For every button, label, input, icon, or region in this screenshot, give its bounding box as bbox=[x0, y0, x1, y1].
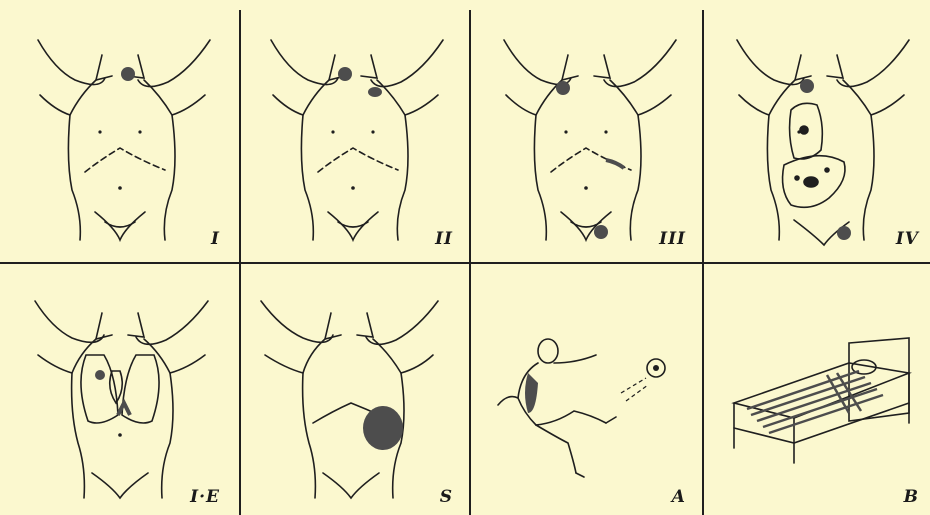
torso-figure bbox=[0, 263, 232, 515]
panel-stage-3: III bbox=[466, 0, 698, 257]
panel-label: A bbox=[672, 487, 686, 507]
panel-label: I·E bbox=[190, 487, 220, 507]
lesion-marker bbox=[800, 79, 814, 93]
lesion-marker bbox=[338, 67, 352, 81]
panel-stage-1: I bbox=[0, 0, 232, 257]
bed-sketch bbox=[699, 263, 930, 515]
panel-spleen: S bbox=[233, 263, 465, 515]
panel-label: I bbox=[211, 229, 220, 249]
lesion-marker bbox=[121, 67, 135, 81]
panel-label: II bbox=[435, 229, 453, 249]
panel-label: B bbox=[904, 487, 919, 507]
torso-figure bbox=[233, 0, 465, 257]
panel-label: IV bbox=[896, 229, 919, 249]
panel-stage-1e: I·E bbox=[0, 263, 232, 515]
torso-figure bbox=[0, 0, 232, 257]
torso-figure bbox=[699, 0, 930, 257]
soccer-player-sketch bbox=[466, 263, 698, 515]
panel-bed-rest: B bbox=[699, 263, 930, 515]
panel-label: III bbox=[659, 229, 686, 249]
enlarged-spleen bbox=[363, 406, 403, 450]
lesion-marker bbox=[837, 226, 851, 240]
panel-stage-4: IV bbox=[699, 0, 930, 257]
torso-figure bbox=[466, 0, 698, 257]
lesion-marker bbox=[368, 87, 382, 97]
lesion-marker bbox=[95, 370, 105, 380]
lesion-marker bbox=[556, 81, 570, 95]
panel-soccer-kick: A bbox=[466, 263, 698, 515]
lesion-marker bbox=[594, 225, 608, 239]
panel-label: S bbox=[440, 487, 453, 507]
panel-stage-2: II bbox=[233, 0, 465, 257]
torso-figure bbox=[233, 263, 465, 515]
